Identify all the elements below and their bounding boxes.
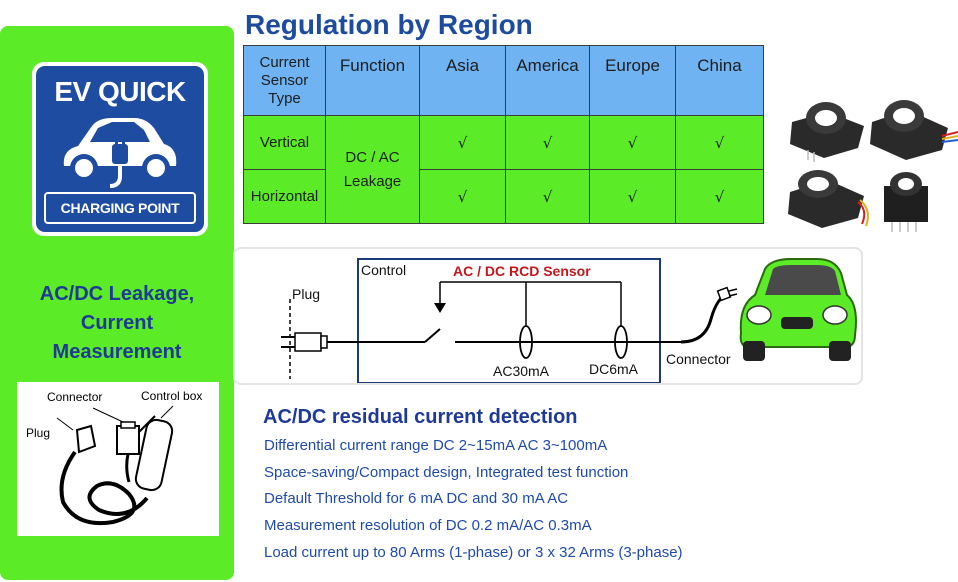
check-mark: √ [419,169,506,224]
page-title: Regulation by Region [245,9,533,40]
detection-item: Differential current range DC 2~15mA AC … [264,437,608,454]
function-line: DC / AC [345,148,400,166]
header-europe: Europe [589,45,676,116]
cable-connector-label: Connector [47,390,103,404]
check-mark: √ [675,115,764,170]
sensor-vertical-1 [790,102,864,162]
table-row: Vertical DC / AC Leakage √ √ √ √ [243,115,764,224]
check-mark: √ [505,169,590,224]
header-sensor-type: Current Sensor Type [243,45,326,116]
caption-line: Current [80,312,154,334]
charging-cable-drawing [56,405,174,525]
detection-item: Measurement resolution of DC 0.2 mA/AC 0… [264,517,592,534]
detection-title: AC/DC residual current detection [263,406,578,428]
regulation-table: Current Sensor Type Function Asia Americ… [243,45,764,224]
function-line: Leakage [343,172,402,190]
logo-subtitle: CHARGING POINT [60,200,180,216]
check-mark: √ [589,169,676,224]
electric-car-icon [739,258,857,361]
connector-label: Connector [666,351,731,367]
charging-cable-illustration: Connector Control box Plug [17,382,219,536]
cable-plug-label: Plug [26,426,51,440]
rcd-sensor-label: AC / DC RCD Sensor [453,263,591,279]
header-line: Type [268,90,301,107]
table-header-row: Current Sensor Type Function Asia Americ… [243,45,764,116]
sensor-horizontal-2 [884,172,928,232]
rcd-circuit-diagram: Plug Control AC / DC RCD Sensor AC30mA D… [233,247,863,385]
logo-background: EV QUICK CHARGING POINT [36,66,204,232]
function-cell: DC / AC Leakage [325,115,420,224]
header-line: Sensor [260,72,309,89]
plug-label: Plug [292,286,321,302]
detection-item: Load current up to 80 Arms (1-phase) or … [264,544,683,561]
row-type-horizontal: Horizontal [243,169,326,224]
sensor-vertical-2 [870,100,958,160]
circuit-drawing [281,258,738,383]
caption-line: AC/DC Leakage, [39,283,195,305]
detection-item: Space-saving/Compact design, Integrated … [264,464,629,481]
left-caption: AC/DC Leakage, Current Measurement [4,280,230,367]
control-label: Control [361,262,407,278]
caption-line: Measurement [52,341,182,363]
current-sensor-photos [788,100,958,232]
sensor-horizontal-1 [788,170,869,228]
logo-title: EV QUICK [54,76,186,107]
ac-threshold-label: AC30mA [493,363,550,379]
check-mark: √ [505,115,590,170]
check-mark: √ [419,115,506,170]
header-asia: Asia [419,45,506,116]
header-america: America [505,45,590,116]
car-plug-icon [63,118,177,188]
row-type-vertical: Vertical [243,115,326,170]
detection-item: Default Threshold for 6 mA DC and 30 mA … [264,490,569,507]
table-row: Horizontal √ √ √ √ [243,169,764,224]
cable-control-box-label: Control box [141,389,203,403]
check-mark: √ [675,169,764,224]
logo-subtitle-frame: CHARGING POINT [44,192,196,224]
ev-quick-charging-logo: EV QUICK CHARGING POINT [32,62,208,236]
header-china: China [675,45,764,116]
header-line: Current [259,54,310,71]
check-mark: √ [589,115,676,170]
dc-threshold-label: DC6mA [589,361,639,377]
left-panel: EV QUICK CHARGING POINT AC/DC Leakage, C… [0,26,234,580]
header-function: Function [325,45,420,116]
